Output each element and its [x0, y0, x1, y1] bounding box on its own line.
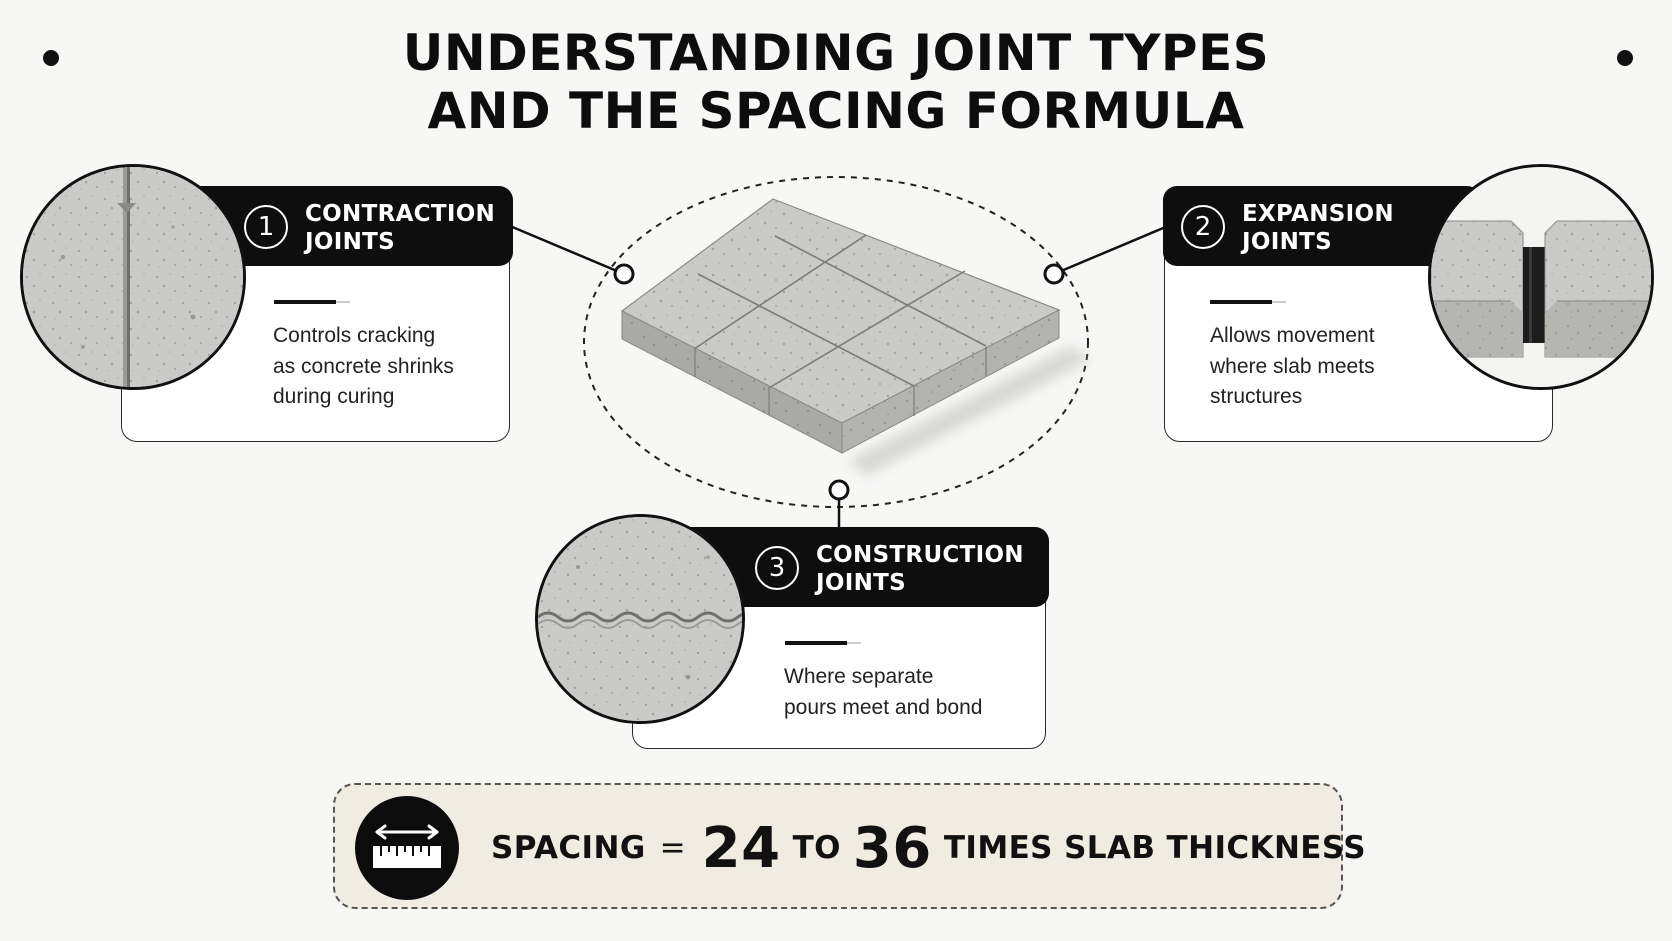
- joint-number-badge: 3: [755, 546, 799, 590]
- joint-title-line-1: EXPANSION: [1242, 201, 1394, 227]
- spacing-max-value: 36: [852, 815, 932, 881]
- spacing-min-value: 24: [701, 815, 781, 881]
- joint-title-line-2: JOINTS: [1242, 229, 1332, 255]
- expansion-closeup-graphic: [1431, 167, 1651, 387]
- connector-dot-expansion: [1043, 263, 1065, 285]
- ruler-measure-icon: [355, 796, 459, 900]
- joint-title-line-1: CONSTRUCTION: [816, 542, 1024, 568]
- joint-title-line-2: JOINTS: [816, 570, 906, 596]
- joint-title-line-2: JOINTS: [305, 229, 395, 255]
- connector-dot-construction: [828, 479, 850, 501]
- ruler-measure-graphic: [373, 824, 441, 868]
- joint-description-line: structures: [1210, 385, 1303, 408]
- card-divider: [785, 641, 861, 645]
- slab-focus-oval: [583, 176, 1089, 508]
- joint-description: Controls cracking as concrete shrinks du…: [273, 321, 454, 413]
- contraction-joint-closeup: [20, 164, 246, 390]
- spacing-formula-text: SPACING = 24 TO 36 TIMES SLAB THICKNESS: [491, 803, 1366, 893]
- joint-description-line: Where separate: [784, 665, 934, 688]
- joint-description: Allows movement where slab meets structu…: [1210, 321, 1375, 413]
- joint-number-badge: 2: [1181, 205, 1225, 249]
- connector-expansion: [1053, 224, 1169, 276]
- construction-closeup-graphic: [538, 517, 742, 721]
- joint-description-line: as concrete shrinks: [273, 354, 454, 378]
- expansion-joint-closeup: [1428, 164, 1654, 390]
- range-to-label: TO: [792, 830, 841, 866]
- equals-sign: =: [659, 830, 686, 866]
- card-divider: [274, 300, 350, 304]
- joint-description-line: during curing: [273, 385, 395, 408]
- joint-description-line: Allows movement: [1210, 324, 1375, 347]
- contraction-closeup-graphic: [23, 167, 243, 387]
- joint-title: CONSTRUCTION JOINTS: [816, 541, 1024, 597]
- spacing-suffix: TIMES SLAB THICKNESS: [943, 830, 1366, 866]
- concrete-slab: [620, 198, 1061, 454]
- connector-contraction: [509, 224, 625, 276]
- joint-title-line-1: CONTRACTION: [305, 201, 496, 227]
- joint-description-line: where slab meets: [1210, 354, 1375, 378]
- construction-joint-closeup: [535, 514, 745, 724]
- joint-title: EXPANSION JOINTS: [1242, 200, 1394, 256]
- joint-description-line: Controls cracking: [273, 324, 436, 347]
- spacing-label: SPACING: [491, 830, 646, 866]
- page-title-line-1: UNDERSTANDING JOINT TYPES: [402, 24, 1270, 82]
- connector-dot-contraction: [613, 263, 635, 285]
- joint-number-badge: 1: [244, 205, 288, 249]
- joint-title: CONTRACTION JOINTS: [305, 200, 495, 256]
- spacing-formula-panel: SPACING = 24 TO 36 TIMES SLAB THICKNESS: [333, 783, 1366, 909]
- slab-right-face: [841, 309, 1060, 454]
- joint-description-line: pours meet and bond: [784, 695, 983, 719]
- card-divider: [1210, 300, 1286, 304]
- joint-description: Where separate pours meet and bond: [784, 662, 982, 723]
- page-title-line-2: AND THE SPACING FORMULA: [427, 82, 1245, 140]
